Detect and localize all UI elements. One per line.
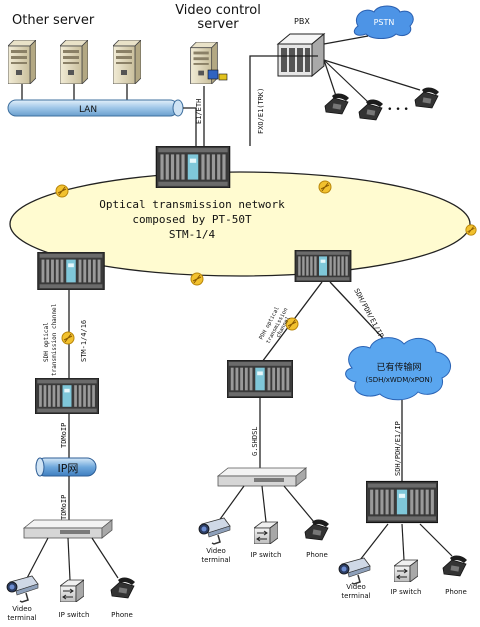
right-video-terminal-label-1: Video (346, 583, 366, 591)
tdmoip-upper-label: TDMoIP (60, 423, 68, 448)
left-phone-label: Phone (111, 611, 133, 619)
pstn-cloud-icon: PSTN (353, 5, 414, 39)
lan-bar: LAN (7, 99, 184, 117)
phone-icon (110, 577, 136, 599)
phone-dots: • • • (387, 105, 409, 115)
switch-icon (254, 521, 278, 544)
pstn-label: PSTN (374, 18, 395, 27)
rack-right-bottom-icon (366, 480, 438, 524)
optical-ring (9, 171, 471, 277)
server-icon (113, 40, 141, 84)
phone-icon (358, 99, 384, 121)
left-video-terminal-label-2: terminal (7, 614, 36, 622)
right-video-terminal-label-2: terminal (341, 592, 370, 600)
mid-phone-label: Phone (306, 551, 328, 559)
sdh-optical-label-2: transmission channel (51, 303, 58, 376)
ring-title-2: composed by PT-50T (132, 213, 252, 226)
stm-1-4-16-label: STM-1/4/16 (80, 320, 88, 362)
phone-icon (442, 555, 468, 577)
existing-network-label-1: 已有传输网 (376, 361, 421, 373)
ring-title-1: Optical transmission network (99, 198, 285, 211)
mid-video-terminal-label-2: terminal (201, 556, 230, 564)
server-icon (60, 40, 88, 84)
pbx-label: PBX (294, 17, 310, 26)
connector-marker-icon (465, 224, 477, 236)
phone-icon (414, 87, 440, 109)
left-ip-switch-label: IP switch (59, 611, 90, 619)
fxo-e1-trk-label: FXO/E1(TRK) (257, 88, 265, 134)
camera-icon (338, 557, 371, 585)
left-access-switch (22, 519, 114, 539)
sdh-optical-label-1: SDH optical (43, 322, 50, 362)
sdh-pdh-e1-ip-top-label: SDH/PDH/E1/IP (352, 287, 385, 339)
mid-ip-switch-label: IP switch (251, 551, 282, 559)
rack-right-icon (294, 250, 352, 282)
camera-icon (6, 575, 39, 603)
ip-network-bar: IP网 (35, 457, 97, 477)
video-control-label-2: server (197, 17, 239, 32)
ip-network-label: IP网 (58, 462, 79, 475)
server-icon (8, 40, 36, 84)
switch-icon (60, 579, 84, 602)
connector-marker-icon (318, 180, 332, 194)
rack-left-icon (37, 252, 105, 290)
mid-video-terminal-label-1: Video (206, 547, 226, 555)
g-shdsl-label: G.SHDSL (251, 426, 259, 456)
rack-middle-icon (227, 360, 293, 398)
connector-marker-icon (190, 272, 204, 286)
tdmoip-lower-label: TDMoIP (60, 495, 68, 520)
camera-icon (198, 517, 231, 545)
middle-access-switch (216, 467, 308, 487)
switch-icon (394, 559, 418, 582)
ring-title-3: STM-1/4 (169, 228, 216, 241)
existing-network-cloud-icon: 已有传输网 (SDH/xWDM/xPON) (345, 337, 451, 401)
globe-icon (207, 69, 219, 80)
e1-eth-label: E1/ETH (195, 99, 203, 124)
lan-label: LAN (79, 105, 97, 115)
existing-network-label-2: (SDH/xWDM/xPON) (366, 376, 433, 384)
connector-marker-icon (55, 184, 69, 198)
pbx-icon (276, 32, 326, 78)
video-control-label-1: Video control (175, 3, 261, 18)
sdh-pdh-e1-ip-bottom-label: SDH/PDH/E1/IP (394, 421, 402, 476)
rack-left-mid-icon (35, 378, 99, 414)
left-video-terminal-label-1: Video (12, 605, 32, 613)
phone-icon (324, 93, 350, 115)
right-ip-switch-label: IP switch (391, 588, 422, 596)
rack-top-icon (155, 146, 231, 188)
other-server-label: Other server (12, 13, 95, 28)
connector-marker-icon (61, 331, 75, 345)
phone-icon (304, 519, 330, 541)
right-phone-label: Phone (445, 588, 467, 596)
key-icon (218, 73, 228, 81)
